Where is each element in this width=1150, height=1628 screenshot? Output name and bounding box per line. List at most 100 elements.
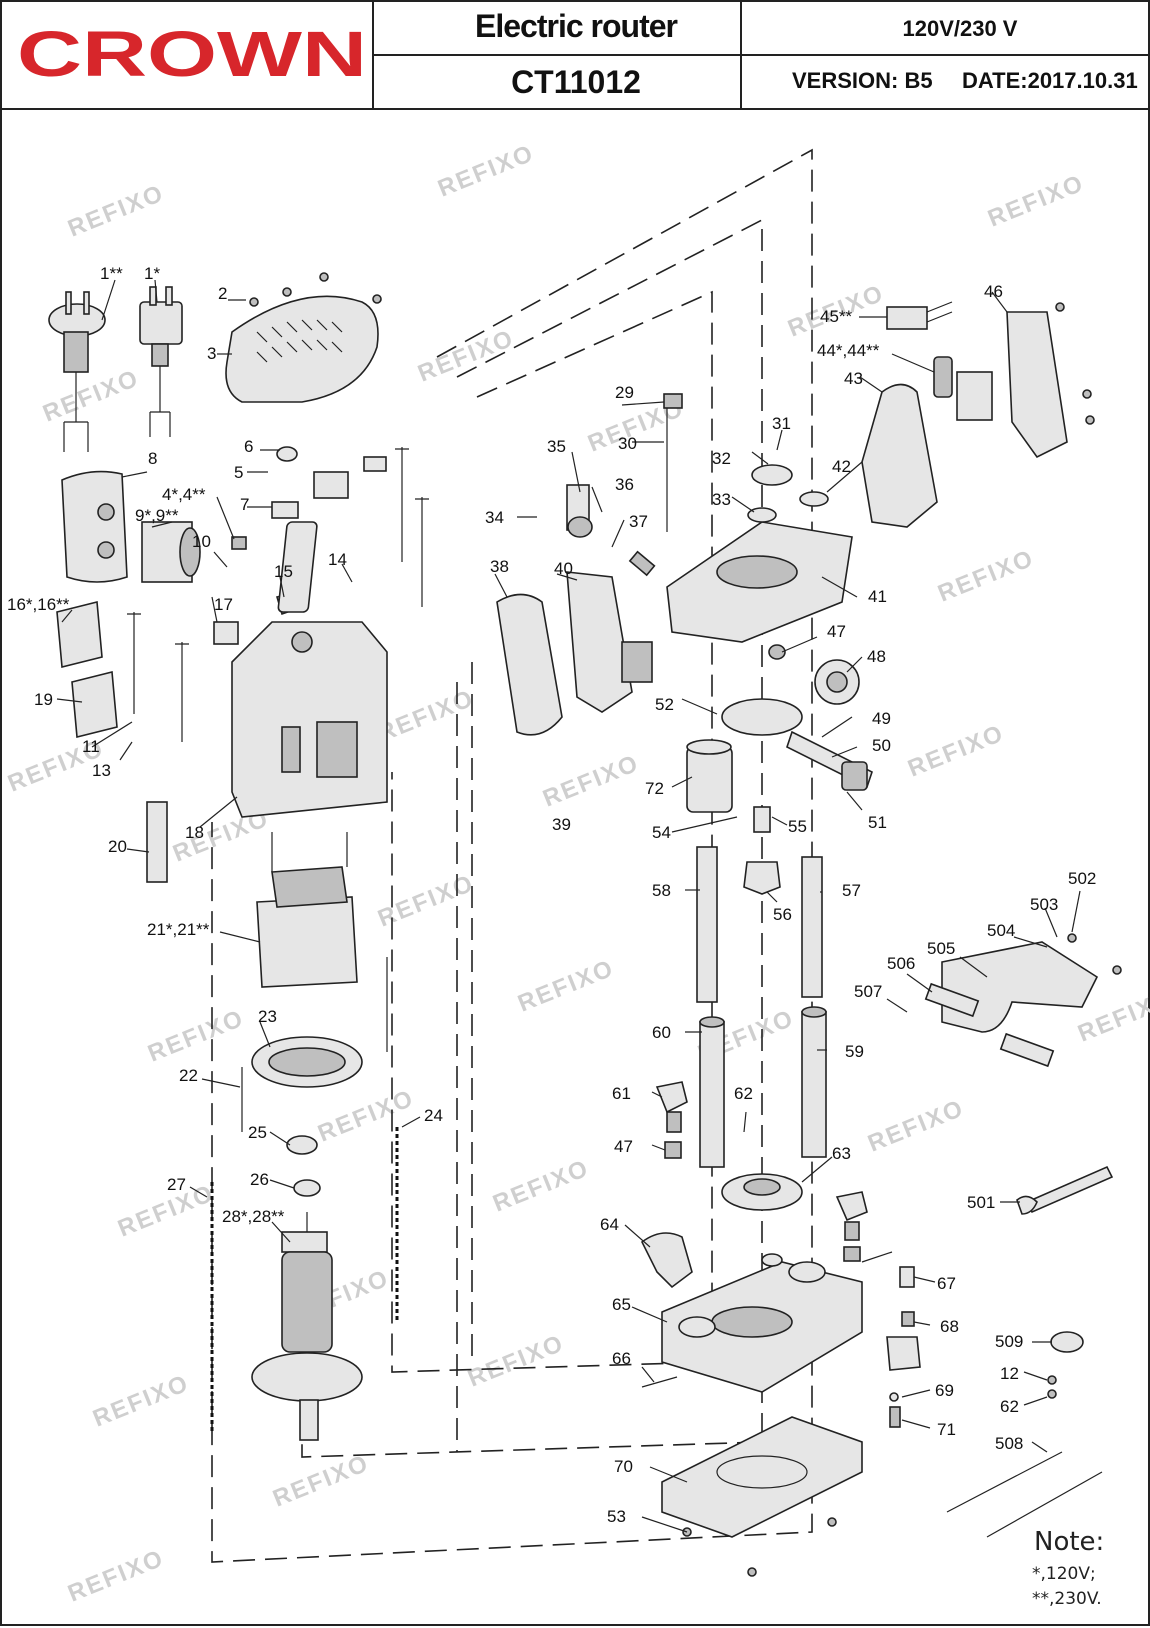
note-230v: **,230V. — [1032, 1589, 1102, 1609]
columns — [696, 846, 827, 1168]
handle-right-43 — [861, 383, 938, 528]
callout-22: 22 — [179, 1066, 198, 1085]
callout-11: 11 — [82, 737, 100, 756]
pivot-509 — [1047, 1331, 1084, 1399]
callout-39: 39 — [552, 815, 571, 834]
callout-13: 13 — [92, 761, 111, 780]
voltage-rating: 120V/230 V — [902, 16, 1018, 41]
callout-502: 502 — [1068, 869, 1096, 888]
callout-505: 505 — [927, 939, 955, 958]
router-base-65 — [661, 1253, 863, 1393]
callout-65: 65 — [612, 1295, 631, 1314]
callout-56: 56 — [773, 905, 792, 924]
dust-port-64 — [640, 1232, 693, 1289]
callout-53: 53 — [607, 1507, 626, 1526]
callout-58: 58 — [652, 881, 671, 900]
watermark-layer: REFIXO REFIXO REFIXO REFIXO REFIXO REFIX… — [4, 140, 1150, 1608]
callout-6: 6 — [244, 437, 253, 456]
watermark: REFIXO — [269, 1450, 373, 1513]
watermark: REFIXO — [464, 1330, 568, 1393]
product-title: Electric router — [475, 8, 678, 44]
watermark: REFIXO — [539, 750, 643, 813]
callout-509: 509 — [995, 1332, 1023, 1351]
watermark: REFIXO — [434, 140, 538, 203]
nut-55-56 — [743, 806, 781, 895]
fine-adjust-67-71 — [886, 1266, 921, 1428]
capacitor-45 — [886, 301, 953, 330]
callout-501: 501 — [967, 1193, 995, 1212]
callout-8: 8 — [148, 449, 157, 468]
callout-62-upper: 62 — [734, 1084, 753, 1103]
callout-51: 51 — [868, 813, 887, 832]
watermark: REFIXO — [314, 1085, 418, 1148]
version-label: VERSION: B5 — [792, 68, 933, 93]
callout-503: 503 — [1030, 895, 1058, 914]
callout-508: 508 — [995, 1434, 1023, 1453]
plug-120v — [139, 286, 183, 437]
callout-64: 64 — [600, 1215, 619, 1234]
knob-48 — [768, 644, 860, 705]
callout-70: 70 — [614, 1457, 633, 1476]
callout-47-upper: 47 — [827, 622, 846, 641]
springs — [210, 957, 399, 1432]
callout-2: 2 — [218, 284, 227, 303]
side-handle-38 — [496, 593, 563, 736]
callout-labels: 1** 1* 2 3 6 5 4*,4** 7 8 9*,9** 10 15 1… — [7, 264, 1096, 1526]
callout-1-230v: 1** — [100, 264, 123, 283]
brand-wordmark: CROWN — [17, 24, 367, 84]
callout-68: 68 — [940, 1317, 959, 1336]
guide-rods-508 — [946, 1451, 1103, 1538]
watermark: REFIXO — [514, 955, 618, 1018]
callout-67: 67 — [937, 1274, 956, 1293]
callout-46: 46 — [984, 282, 1003, 301]
header-divider — [372, 2, 374, 110]
callout-62-lower: 62 — [1000, 1397, 1019, 1416]
callout-45: 45** — [820, 307, 853, 326]
voltage-note: Note: *,120V; **,230V. — [1032, 1527, 1104, 1609]
exploded-view-diagram: REFIXO REFIXO REFIXO REFIXO REFIXO REFIX… — [4, 140, 1150, 1609]
locking-levers — [655, 1081, 868, 1262]
depth-rod — [663, 393, 683, 532]
callout-60: 60 — [652, 1023, 671, 1042]
callout-20: 20 — [108, 837, 127, 856]
callout-69: 69 — [935, 1381, 954, 1400]
callout-16: 16*,16** — [7, 595, 70, 614]
callout-27: 27 — [167, 1175, 186, 1194]
callout-34: 34 — [485, 508, 504, 527]
brand-logo: CROWN — [17, 24, 367, 84]
callout-49: 49 — [872, 709, 891, 728]
callout-21: 21*,21** — [147, 920, 210, 939]
leader-lines — [56, 279, 1081, 1533]
side-handle-40 — [566, 571, 653, 713]
callout-32: 32 — [712, 449, 731, 468]
callout-5: 5 — [234, 463, 243, 482]
callout-59: 59 — [845, 1042, 864, 1061]
callout-18: 18 — [185, 823, 204, 842]
long-screws — [127, 447, 429, 742]
date-label: DATE:2017.10.31 — [962, 68, 1138, 93]
callout-42: 42 — [832, 457, 851, 476]
wrench-501 — [1016, 1165, 1114, 1215]
watermark: REFIXO — [374, 685, 478, 748]
callout-4: 4*,4** — [162, 485, 206, 504]
callout-40: 40 — [554, 559, 573, 578]
callout-41: 41 — [868, 587, 887, 606]
callout-3: 3 — [207, 344, 216, 363]
callout-25: 25 — [248, 1123, 267, 1142]
callout-37: 37 — [629, 512, 648, 531]
callout-504: 504 — [987, 921, 1015, 940]
callout-43: 43 — [844, 369, 863, 388]
base-plate-70 — [661, 1416, 863, 1577]
armature — [251, 1212, 363, 1441]
callout-7: 7 — [240, 495, 249, 514]
callout-47-lower: 47 — [614, 1137, 633, 1156]
callout-9: 9*,9** — [135, 506, 179, 525]
callout-48: 48 — [867, 647, 886, 666]
callout-57: 57 — [842, 881, 861, 900]
watermark: REFIXO — [984, 170, 1088, 233]
watermark: REFIXO — [144, 1005, 248, 1068]
stator — [256, 832, 358, 988]
callout-36: 36 — [615, 475, 634, 494]
callout-63: 63 — [832, 1144, 851, 1163]
